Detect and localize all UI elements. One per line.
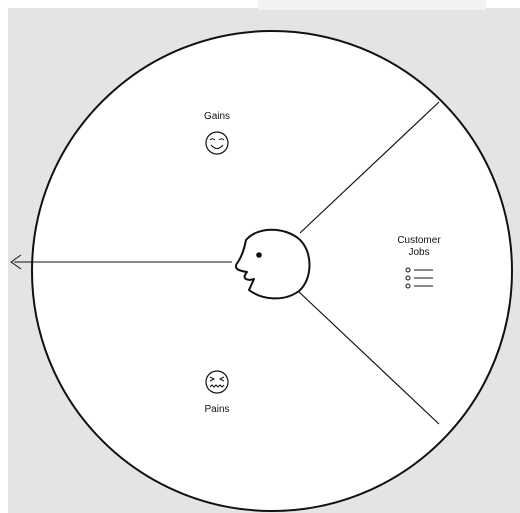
gains-label: Gains: [204, 111, 230, 122]
customer-jobs-label-line1: Customer: [397, 235, 441, 246]
customer-jobs-label-line2: Jobs: [408, 247, 429, 258]
pains-label: Pains: [204, 404, 229, 415]
